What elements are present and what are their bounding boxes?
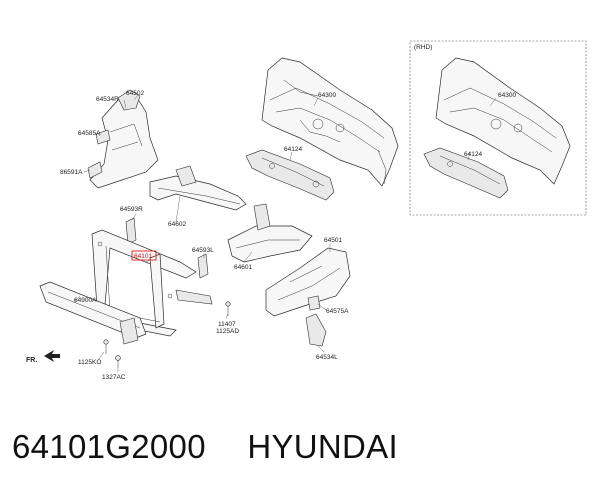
highlight-box-64101	[131, 250, 157, 261]
callout-64575a: 64575A	[326, 308, 349, 315]
callout-64900a: 64900A	[74, 297, 97, 304]
bracket-64575a	[307, 295, 321, 311]
callout-1327ac: 1327AC	[102, 374, 126, 381]
callout-64300: 64300	[318, 92, 336, 99]
fender-apron-left-64501	[265, 247, 351, 317]
svg-text:FR.: FR.	[26, 357, 37, 364]
callout-64300-rhd: 64300	[498, 92, 516, 99]
rhd-dash-panel-64300	[435, 57, 571, 185]
callout-64593r: 64593R	[120, 206, 143, 213]
side-member-left-64601	[227, 203, 313, 263]
bracket-64534l	[305, 313, 327, 347]
rhd-cowl-panel-64124	[423, 147, 509, 199]
bolt-1125ko	[103, 339, 109, 354]
callout-64534l: 64534L	[316, 354, 338, 361]
part-number: 64101G2000	[12, 428, 206, 465]
nut-1327ac	[115, 355, 121, 368]
callout-64601: 64601	[234, 264, 252, 271]
bracket-64593l	[197, 253, 209, 279]
callout-1125ad: 1125AD	[216, 328, 239, 335]
rhd-inset-box	[409, 40, 587, 216]
bracket-64593r	[125, 217, 137, 245]
bracket-86591a	[87, 161, 103, 179]
brand-name: HYUNDAI	[247, 428, 398, 465]
callout-64534r: 64534R	[96, 96, 119, 103]
callout-1125ko: 1125KO	[78, 359, 101, 366]
bracket-64585a	[95, 129, 111, 145]
dash-panel-64300	[261, 57, 399, 187]
callout-64124: 64124	[284, 146, 302, 153]
fender-apron-right-64502	[89, 89, 159, 189]
exploded-parts-diagram: (RHD)	[26, 40, 587, 381]
callout-64101: 64101	[134, 253, 152, 260]
cowl-panel-64124	[245, 149, 335, 201]
callout-64593l: 64593L	[192, 247, 214, 254]
front-direction-arrow: FR.	[26, 350, 60, 364]
callout-64501: 64501	[324, 237, 342, 244]
part-caption: 64101G2000 HYUNDAI	[12, 428, 592, 476]
callout-64602: 64602	[168, 221, 186, 228]
callout-11407: 11407	[218, 321, 236, 328]
callout-64124-rhd: 64124	[464, 151, 482, 158]
callout-64502: 64502	[126, 90, 144, 97]
side-member-right-64602	[149, 165, 247, 211]
bumper-beam-64900a	[39, 281, 147, 345]
callout-64585a: 64585A	[78, 130, 101, 137]
bolt-11407	[225, 301, 231, 316]
rhd-label: (RHD)	[414, 44, 432, 51]
leader-lines	[73, 94, 497, 372]
callout-86591a: 86591A	[60, 169, 83, 176]
